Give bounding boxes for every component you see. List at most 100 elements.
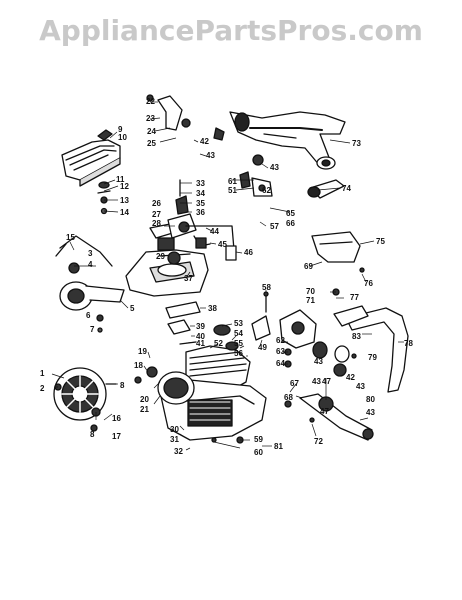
callout-label-58: 58	[262, 283, 271, 292]
carburetor-part	[149, 179, 237, 261]
gasket-part	[165, 301, 201, 345]
rear-guard-part	[311, 231, 365, 273]
rear-handle-part	[229, 111, 346, 170]
callout-label-43c: 43	[314, 357, 323, 366]
callout-label-2: 2	[40, 384, 45, 393]
callout-label-63: 63	[276, 347, 285, 356]
callout-label-27: 27	[152, 210, 161, 219]
callout-label-22: 22	[146, 97, 155, 106]
callout-label-81: 81	[274, 442, 283, 451]
callout-label-57: 57	[270, 222, 279, 231]
callout-label-33: 33	[196, 179, 205, 188]
callout-label-24: 24	[147, 127, 156, 136]
callout-label-40: 40	[196, 332, 205, 341]
callout-label-43a: 43	[206, 151, 215, 160]
callout-label-32: 32	[174, 447, 183, 456]
callout-label-62a: 62	[262, 186, 271, 195]
switch-assembly-part	[239, 154, 273, 197]
callout-label-14: 14	[120, 208, 129, 217]
callout-label-52: 52	[214, 339, 223, 348]
callout-label-18: 18	[134, 361, 143, 370]
callout-label-67: 67	[290, 379, 299, 388]
callout-label-10: 10	[118, 133, 127, 142]
callout-label-69: 69	[304, 262, 313, 271]
callout-label-1: 1	[40, 369, 45, 378]
callout-label-55: 55	[234, 339, 243, 348]
callout-label-66: 66	[286, 219, 295, 228]
callout-label-43b: 43	[270, 163, 279, 172]
callout-label-56: 56	[234, 349, 243, 358]
crankcase-housing-part	[146, 366, 267, 441]
callout-label-8a: 8	[120, 381, 125, 390]
callout-label-78: 78	[404, 339, 413, 348]
callout-label-72: 72	[314, 437, 323, 446]
callout-label-43f: 43	[366, 408, 375, 417]
callout-label-26: 26	[152, 199, 161, 208]
callout-label-30: 30	[170, 425, 179, 434]
callout-label-4: 4	[88, 260, 93, 269]
callout-label-21: 21	[140, 405, 149, 414]
callout-label-43d: 43	[356, 382, 365, 391]
callout-label-28: 28	[152, 219, 161, 228]
callout-label-23: 23	[146, 114, 155, 123]
callout-label-74: 74	[342, 184, 351, 193]
callout-label-59: 59	[254, 435, 263, 444]
leader-lines	[51, 101, 404, 451]
callout-label-36: 36	[196, 208, 205, 217]
callout-label-75: 75	[376, 237, 385, 246]
callout-label-49: 49	[258, 343, 267, 352]
callout-label-46: 46	[244, 248, 253, 257]
callout-label-79: 79	[368, 353, 377, 362]
side-cover-part	[279, 309, 350, 368]
callout-label-20: 20	[140, 395, 149, 404]
callout-label-37: 37	[184, 274, 193, 283]
callout-label-73: 73	[352, 139, 361, 148]
callout-label-29: 29	[156, 252, 165, 261]
callout-label-83: 83	[352, 332, 361, 341]
callout-label-60: 60	[254, 448, 263, 457]
recoil-starter-part	[55, 235, 125, 333]
callout-label-34: 34	[196, 189, 205, 198]
callout-label-64: 64	[276, 359, 285, 368]
callout-label-45: 45	[218, 240, 227, 249]
callout-label-12: 12	[120, 182, 129, 191]
callout-label-9: 9	[118, 125, 123, 134]
screw-parts-11-14	[97, 181, 111, 215]
callout-label-80: 80	[366, 395, 375, 404]
callout-label-51: 51	[228, 186, 237, 195]
callout-label-77: 77	[350, 293, 359, 302]
callout-label-15: 15	[66, 233, 75, 242]
callout-label-62b: 62	[276, 336, 285, 345]
top-cover-part	[61, 129, 121, 187]
engine-cylinder-part	[185, 315, 271, 393]
front-handle-part	[333, 305, 409, 393]
callout-label-42a: 42	[200, 137, 209, 146]
callout-label-65: 65	[286, 209, 295, 218]
callout-label-70: 70	[306, 287, 315, 296]
callout-label-44: 44	[210, 227, 219, 236]
callout-label-16: 16	[112, 414, 121, 423]
watermark-text: AppliancePartsPros.com	[39, 14, 423, 47]
callout-label-47b: 47	[320, 407, 329, 416]
callout-label-61: 61	[228, 177, 237, 186]
callout-label-8b: 8	[90, 430, 95, 439]
callout-label-71: 71	[306, 296, 315, 305]
throttle-lever-part	[146, 94, 225, 141]
callout-label-5: 5	[130, 304, 135, 313]
callout-label-42b: 42	[346, 373, 355, 382]
callout-label-38: 38	[208, 304, 217, 313]
callout-label-35: 35	[196, 199, 205, 208]
callout-label-41: 41	[196, 339, 205, 348]
air-filter-housing-part	[125, 249, 209, 297]
callout-label-7: 7	[90, 325, 95, 334]
callout-label-39: 39	[196, 322, 205, 331]
chain-brake-part	[299, 363, 374, 441]
callout-label-54: 54	[234, 329, 243, 338]
callout-label-25: 25	[147, 139, 156, 148]
callout-label-11: 11	[116, 175, 125, 184]
callout-label-31: 31	[170, 435, 179, 444]
callout-label-47a: 47	[322, 377, 331, 386]
callout-label-19: 19	[138, 347, 147, 356]
callout-label-6: 6	[86, 311, 91, 320]
